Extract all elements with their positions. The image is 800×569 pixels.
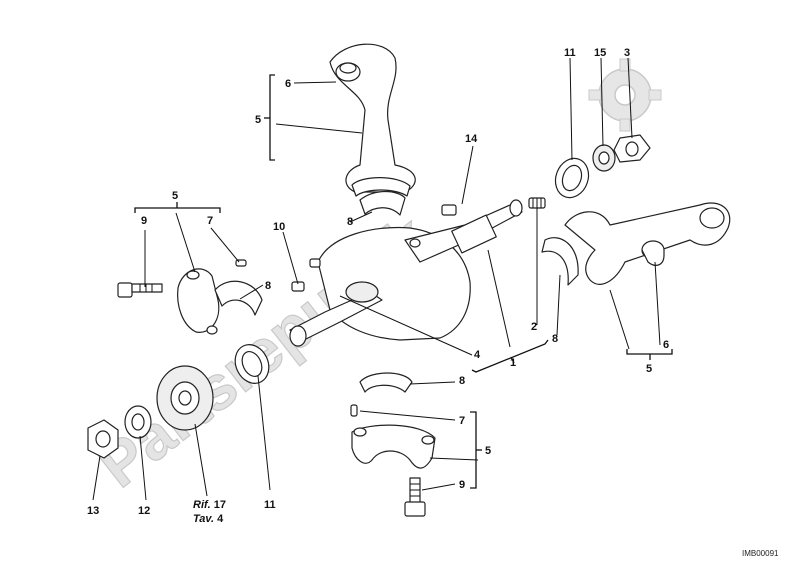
label-12: 12 (138, 505, 150, 517)
reference-tav: Tav. 4 (193, 513, 224, 525)
label-11-left: 11 (264, 499, 276, 511)
label-4: 4 (474, 349, 481, 361)
bracket-crankshaft (471, 339, 549, 373)
right-bearing-shell (541, 237, 579, 286)
bracket-right-rod (626, 349, 673, 360)
reference-rif: Rif. 17 (193, 499, 226, 511)
label-7-left: 7 (207, 215, 213, 227)
right-small-end-bush (641, 240, 665, 266)
label-9-lower: 9 (459, 479, 465, 491)
rif-prefix: Rif. (193, 499, 211, 511)
label-15: 15 (594, 47, 606, 59)
left-bolt-9 (117, 282, 163, 298)
nut-13 (87, 419, 119, 459)
label-5-upper: 5 (255, 114, 261, 126)
label-7-lower: 7 (459, 415, 465, 427)
diagram-code: IMB00091 (742, 549, 779, 558)
bracket-lower-cap (470, 411, 482, 489)
rif-number: 17 (214, 499, 226, 511)
lower-rod-cap (351, 424, 436, 469)
plug-14 (441, 204, 457, 216)
label-8-left: 8 (265, 280, 271, 292)
reference-note: Rif. 17 Tav. 4 (193, 499, 226, 525)
washer-15 (592, 144, 616, 172)
tav-prefix: Tav. (193, 513, 214, 525)
tav-number: 4 (217, 513, 224, 525)
label-5-right: 5 (646, 363, 652, 375)
label-8-right: 8 (552, 333, 558, 345)
left-bearing-shell (214, 280, 263, 316)
timing-gear (156, 365, 214, 431)
left-rod-cap (177, 268, 220, 335)
plug-10 (291, 258, 321, 292)
nut-3 (613, 134, 651, 163)
label-5-lower: 5 (485, 445, 491, 457)
gear-watermark-icon (588, 58, 662, 132)
shim-washer-left (234, 344, 270, 384)
label-1: 1 (510, 357, 516, 369)
part-labels: 6 5 8 14 11 15 3 5 9 7 10 8 2 8 6 5 4 1 … (87, 47, 669, 517)
leader-lines (92, 57, 661, 501)
lower-bearing-shell (359, 372, 413, 393)
grub-screw-2 (528, 197, 546, 209)
label-2: 2 (531, 321, 537, 333)
lower-bolt-9 (404, 477, 426, 517)
label-8-lower: 8 (459, 375, 465, 387)
label-13: 13 (87, 505, 99, 517)
upper-small-end-bush (335, 62, 361, 82)
label-11-right: 11 (564, 47, 576, 59)
bracket-upper-rod (264, 74, 275, 161)
shim-washer-right (554, 157, 590, 199)
label-10: 10 (273, 221, 285, 233)
bracket-left-cap (134, 202, 221, 213)
label-14: 14 (465, 133, 478, 145)
label-5-left: 5 (172, 190, 178, 202)
washer-12 (124, 405, 152, 439)
dowel-7-lower (350, 404, 358, 417)
label-9-left: 9 (141, 215, 147, 227)
label-6-right: 6 (663, 339, 669, 351)
label-3: 3 (624, 47, 630, 59)
label-8-upper: 8 (347, 216, 353, 228)
label-6-upper: 6 (285, 78, 291, 90)
